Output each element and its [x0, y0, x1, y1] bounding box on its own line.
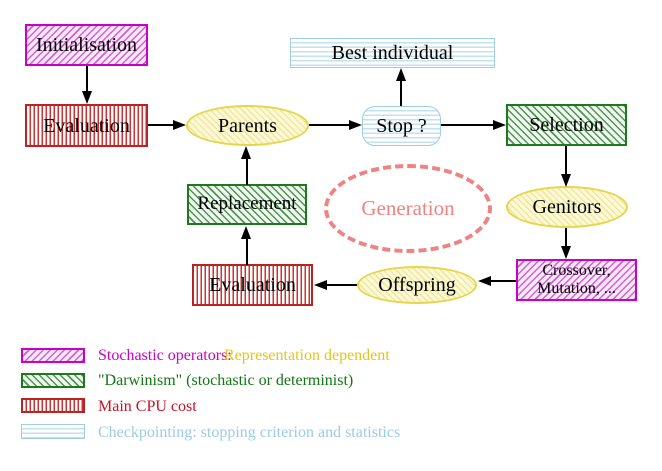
legend-swatch-checkpointing — [21, 424, 85, 439]
legend-label-darwinism: "Darwinism" (stochastic or determinist) — [98, 372, 354, 389]
arrow-head-parents-to-stop — [349, 120, 362, 130]
legend-swatch-darwinism — [21, 373, 85, 388]
node-stop: Stop ? — [362, 106, 441, 146]
arrow-line-stop-to-best-individual — [400, 80, 402, 106]
node-stop-label: Stop ? — [376, 115, 427, 137]
node-crossover-line1: Crossover, — [542, 262, 611, 280]
arrow-line-evaluation-to-parents — [148, 124, 174, 126]
node-crossover-mutation: Crossover, Mutation, ... — [516, 259, 637, 301]
arrow-head-genitors-to-crossover — [561, 246, 571, 259]
arrow-head-selection-to-genitors — [561, 174, 571, 187]
arrow-line-offspring-to-evaluation — [327, 284, 357, 286]
arrow-head-stop-to-selection — [493, 120, 506, 130]
node-replacement: Replacement — [187, 184, 307, 225]
ellipse-genitors: Genitors — [506, 186, 628, 228]
arrow-head-replacement-to-parents — [241, 146, 251, 159]
arrow-head-offspring-to-evaluation — [314, 280, 327, 290]
ellipse-offspring-label: Offspring — [378, 274, 456, 296]
node-evaluation-top-label: Evaluation — [43, 114, 130, 137]
arrow-line-stop-to-selection — [441, 124, 494, 126]
arrow-line-selection-to-genitors — [565, 146, 567, 175]
ellipse-offspring: Offspring — [357, 266, 477, 304]
node-best-individual-label: Best individual — [331, 42, 454, 64]
arrow-head-evaluation-to-replacement — [241, 226, 251, 239]
arrow-head-stop-to-best-individual — [396, 68, 406, 81]
ellipse-parents: Parents — [186, 105, 309, 146]
legend-label-representation-dependent: Representation dependent — [224, 347, 390, 364]
legend-label-stochastic-operators: Stochastic operators: — [98, 347, 232, 364]
node-initialisation-label: Initialisation — [35, 34, 138, 56]
node-replacement-label: Replacement — [197, 193, 297, 215]
legend-label-checkpointing: Checkpointing: stopping criterion and st… — [98, 424, 401, 441]
arrow-line-replacement-to-parents — [246, 159, 248, 185]
legend-swatch-cpu-cost — [21, 398, 85, 413]
node-crossover-line2: Mutation, ... — [537, 280, 616, 297]
arrow-line-evaluation-to-replacement — [246, 239, 248, 265]
node-selection-label: Selection — [529, 114, 604, 136]
arrow-head-initialisation-to-evaluation — [82, 91, 92, 104]
node-evaluation-bottom-label: Evaluation — [209, 274, 296, 296]
node-evaluation-top: Evaluation — [25, 104, 148, 147]
node-best-individual: Best individual — [290, 38, 495, 68]
arrow-head-crossover-to-offspring — [478, 276, 491, 286]
node-initialisation: Initialisation — [25, 24, 148, 66]
ellipse-generation: Generation — [324, 164, 492, 253]
arrow-line-genitors-to-crossover — [565, 228, 567, 247]
ellipse-genitors-label: Genitors — [532, 196, 602, 218]
node-evaluation-bottom: Evaluation — [192, 264, 313, 306]
arrow-head-evaluation-to-parents — [173, 120, 186, 130]
arrow-line-initialisation-to-evaluation — [86, 66, 88, 92]
arrow-line-crossover-to-offspring — [491, 280, 516, 282]
node-selection: Selection — [506, 104, 627, 146]
legend-label-cpu-cost: Main CPU cost — [98, 398, 197, 415]
ellipse-generation-label: Generation — [361, 196, 455, 220]
ellipse-parents-label: Parents — [218, 114, 277, 137]
legend-swatch-stochastic-operators — [21, 348, 85, 363]
arrow-line-parents-to-stop — [309, 124, 350, 126]
